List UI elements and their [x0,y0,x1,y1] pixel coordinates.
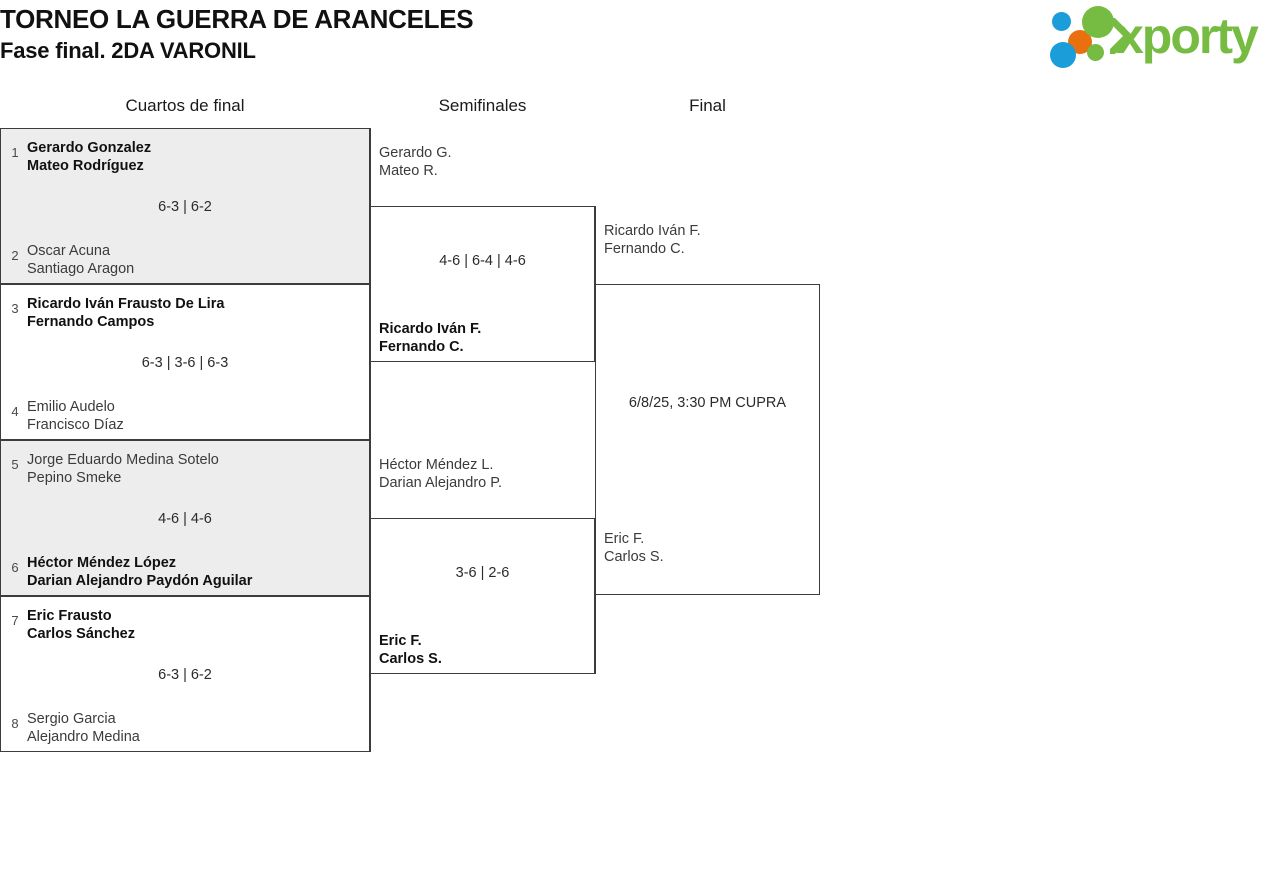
team-top: Héctor Méndez L. Darian Alejandro P. [379,456,502,492]
player-name: Oscar Acuna [27,243,111,259]
logo-wordmark: xporty [1116,8,1259,64]
match-quarterfinal-4[interactable]: 7 Eric Frausto Carlos Sánchez 6-3 | 6-2 … [0,596,370,752]
team-bottom: Héctor Méndez López Darian Alejandro Pay… [27,554,252,590]
match-score: 3-6 | 2-6 [455,565,510,581]
seed-number: 6 [11,560,19,575]
player-name: Eric F. [379,633,422,649]
tournament-title: TORNEO LA GUERRA DE ARANCELES [0,4,474,34]
player-name: Alejandro Medina [27,729,140,745]
match-semifinal-1[interactable]: Gerardo G. Mateo R. 4-6 | 6-4 | 4-6 Rica… [370,145,595,362]
player-name: Emilio Audelo [27,399,115,415]
logo-dot-green-large-icon [1082,6,1114,38]
round-header-semifinals: Semifinales [438,96,527,115]
match-score: 6-3 | 6-2 [158,667,212,683]
player-name: Darian Alejandro Paydón Aguilar [27,573,253,589]
match-score: 4-6 | 4-6 [158,511,212,527]
xporty-logo[interactable]: xporty [1050,4,1276,68]
player-name: Gerardo Gonzalez [27,140,152,156]
seed-number: 5 [11,457,19,472]
team-bottom: Sergio Garcia Alejandro Medina [27,710,140,746]
team-bottom: Eric F. Carlos S. [379,632,442,668]
logo-dot-blue-small-icon [1052,12,1071,31]
player-name: Ricardo Iván F. [604,223,701,239]
player-name: Fernando Campos [27,314,155,330]
player-name: Francisco Díaz [27,417,124,433]
logo-dots-icon [1050,4,1128,68]
team-top: Jorge Eduardo Medina Sotelo Pepino Smeke [27,451,219,487]
player-name: Carlos Sánchez [27,626,135,642]
match-score: 4-6 | 6-4 | 4-6 [439,253,526,269]
player-name: Sergio Garcia [27,711,116,727]
player-name: Carlos S. [604,549,664,565]
team-top: Ricardo Iván F. Fernando C. [604,222,701,258]
team-top: Gerardo Gonzalez Mateo Rodríguez [27,139,151,175]
seed-number: 7 [11,613,19,628]
player-name: Fernando C. [379,339,464,355]
player-name: Mateo Rodríguez [27,158,144,174]
title-block: TORNEO LA GUERRA DE ARANCELES Fase final… [0,0,900,66]
tournament-phase: Fase final. 2DA VARONIL [0,38,256,63]
team-top: Gerardo G. Mateo R. [379,144,452,180]
seed-number: 3 [11,301,19,316]
team-bottom: Emilio Audelo Francisco Díaz [27,398,124,434]
match-quarterfinal-1[interactable]: 1 Gerardo Gonzalez Mateo Rodríguez 6-3 |… [0,128,370,284]
player-name: Mateo R. [379,163,438,179]
player-name: Gerardo G. [379,145,452,161]
team-top: Ricardo Iván Frausto De Lira Fernando Ca… [27,295,224,331]
connector-rail-sf2-top [370,440,371,518]
connector-rail-sf1-bottom [370,362,371,440]
player-name: Ricardo Iván Frausto De Lira [27,296,225,312]
connector-rail-final-bottom [595,595,596,674]
match-quarterfinal-3[interactable]: 5 Jorge Eduardo Medina Sotelo Pepino Sme… [0,440,370,596]
match-semifinal-2[interactable]: Héctor Méndez L. Darian Alejandro P. 3-6… [370,457,595,674]
round-header-final: Final [689,96,726,115]
seed-number: 8 [11,716,19,731]
player-name: Eric Frausto [27,608,112,624]
player-name: Jorge Eduardo Medina Sotelo [27,452,219,468]
player-name: Héctor Méndez López [27,555,177,571]
seed-number: 4 [11,404,19,419]
match-quarterfinal-2[interactable]: 3 Ricardo Iván Frausto De Lira Fernando … [0,284,370,440]
logo-dot-green-small-icon [1087,44,1104,61]
player-name: Eric F. [604,531,645,547]
player-name: Fernando C. [604,241,685,257]
connector-rail-sf1-top [370,128,371,206]
round-header-quarterfinals: Cuartos de final [125,96,245,115]
player-name: Héctor Méndez L. [379,457,494,473]
player-name: Ricardo Iván F. [379,321,482,337]
match-score: 6-3 | 6-2 [158,199,212,215]
team-bottom: Oscar Acuna Santiago Aragon [27,242,134,278]
team-bottom: Ricardo Iván F. Fernando C. [379,320,481,356]
match-score: 6-3 | 3-6 | 6-3 [141,355,229,371]
player-name: Pepino Smeke [27,470,122,486]
team-bottom: Eric F. Carlos S. [604,530,664,566]
tournament-bracket: Cuartos de final Semifinales Final 1 Ger… [0,90,1280,790]
seed-number: 1 [11,145,19,160]
connector-rail-sf2-bottom [370,674,371,752]
player-name: Carlos S. [379,651,442,667]
player-name: Darian Alejandro P. [379,475,503,491]
match-final[interactable]: Ricardo Iván F. Fernando C. 6/8/25, 3:30… [595,223,820,595]
page-header: TORNEO LA GUERRA DE ARANCELES Fase final… [0,0,1280,80]
logo-chevron-icon [1110,18,1132,54]
seed-number: 2 [11,248,19,263]
connector-rail-final-top [595,206,596,284]
final-schedule: 6/8/25, 3:30 PM CUPRA [628,395,787,411]
logo-dot-blue-large-icon [1050,42,1076,68]
player-name: Santiago Aragon [27,261,135,277]
team-top: Eric Frausto Carlos Sánchez [27,607,135,643]
